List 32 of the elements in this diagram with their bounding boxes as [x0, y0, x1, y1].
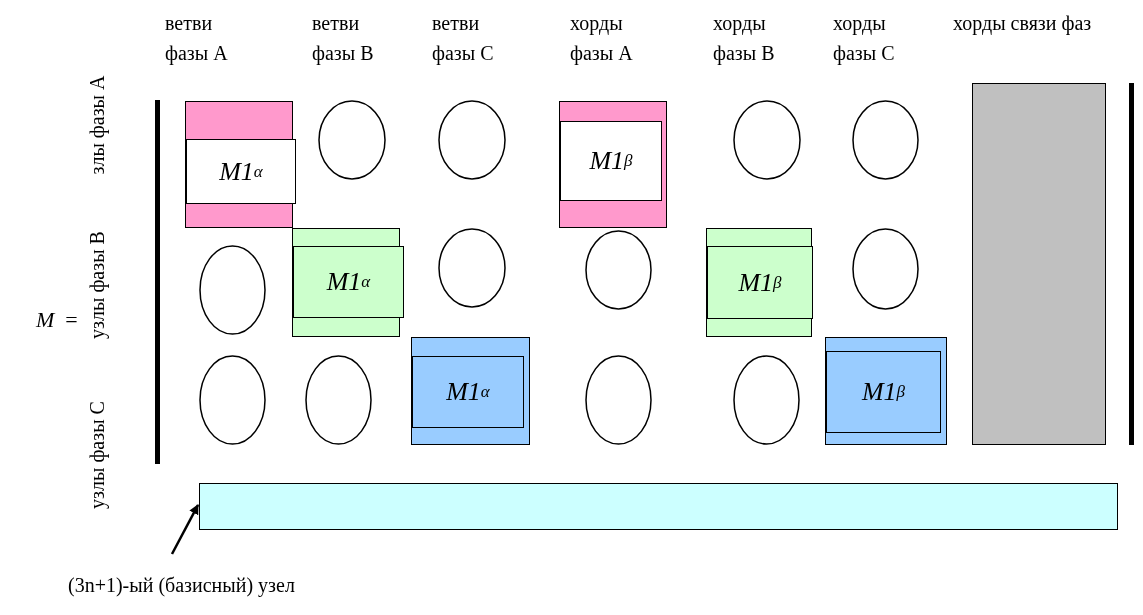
column-header: хорды фазы А	[570, 11, 634, 67]
column-header: ветви фазы С	[432, 11, 495, 67]
column-header: хорды фазы С	[833, 11, 896, 67]
matrix-block	[559, 101, 667, 228]
column-header: хорды связи фаз	[953, 11, 1092, 37]
matrix-block	[185, 101, 293, 228]
zero-ellipse	[199, 245, 266, 335]
zero-ellipse	[733, 100, 801, 180]
zero-ellipse	[585, 230, 652, 310]
zero-ellipse	[305, 355, 372, 445]
matrix-block	[411, 337, 530, 445]
zero-ellipse	[852, 100, 919, 180]
matrix-block	[972, 83, 1106, 445]
base-node-bar	[199, 483, 1118, 530]
matrix-block	[706, 228, 812, 337]
zero-ellipse	[438, 100, 506, 180]
row-label: злы фазы А	[85, 74, 110, 177]
column-header: ветви фазы А	[165, 11, 229, 67]
zero-ellipse	[318, 100, 386, 180]
row-label: узлы фазы В	[85, 230, 110, 341]
matrix-name: M =	[36, 307, 78, 333]
row-label: узлы фазы С	[85, 400, 110, 511]
zero-ellipse	[199, 355, 266, 445]
zero-ellipse	[852, 228, 919, 310]
matrix-block	[825, 337, 947, 445]
column-header: ветви фазы В	[312, 11, 375, 67]
leader-arrow	[170, 504, 200, 555]
zero-ellipse	[733, 355, 800, 445]
column-header: хорды фазы В	[713, 11, 776, 67]
zero-ellipse	[438, 228, 506, 308]
caption-text: (3n+1)-ый (базисный) узел	[68, 574, 308, 602]
zero-ellipse	[585, 355, 652, 445]
